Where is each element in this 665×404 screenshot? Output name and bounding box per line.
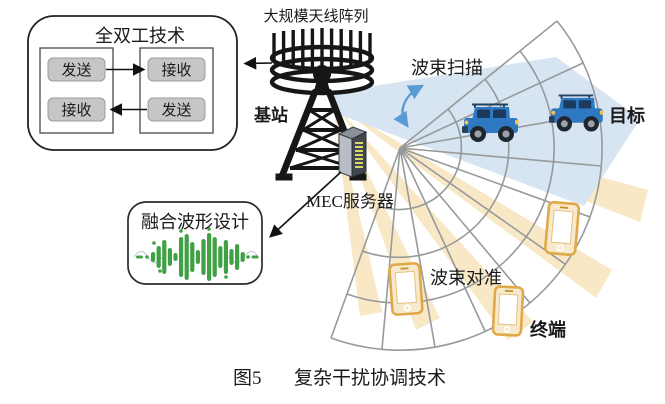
fd-receive-right: 接收 xyxy=(161,62,191,79)
terminal-phone-icon-2 xyxy=(388,262,424,316)
caption-text: 复杂干扰协调技术 xyxy=(294,367,446,389)
target-jeep-icon-1 xyxy=(462,103,519,142)
array-hub xyxy=(313,65,331,83)
fd-send-left: 发送 xyxy=(61,62,91,79)
antenna-array-label: 大规模天线阵列 xyxy=(263,8,368,25)
target-label: 目标 xyxy=(609,105,645,126)
fd-buttons: 发送 接收 接收 发送 xyxy=(47,57,206,122)
server-leds xyxy=(355,142,363,168)
terminal-phone-icon-3 xyxy=(491,285,525,337)
base-station-label: 基站 xyxy=(253,105,288,125)
fd-send-right: 发送 xyxy=(161,102,191,119)
full-duplex-title: 全双工技术 xyxy=(95,26,185,46)
full-duplex-box: 全双工技术 发送 接收 接收 发送 xyxy=(27,15,238,151)
waveform-design-box: 融合波形设计 xyxy=(127,201,263,285)
target-jeep-icon-2 xyxy=(549,94,604,132)
mec-server-icon xyxy=(337,126,368,178)
arrow-to-waveform xyxy=(269,171,342,238)
caption-number: 图5 xyxy=(233,368,262,389)
waveform-box-title: 融合波形设计 xyxy=(141,212,249,232)
beam-scan-arrow-icon xyxy=(393,84,425,128)
fd-receive-left: 接收 xyxy=(61,102,91,119)
waveform-icon xyxy=(133,227,259,281)
beam-scan-label: 波束扫描 xyxy=(411,58,483,78)
figure-caption: 图5 复杂干扰协调技术 xyxy=(233,367,446,389)
mec-server-label: MEC服务器 xyxy=(306,192,394,211)
hub-cone xyxy=(313,81,331,94)
beam-align-label: 波束对准 xyxy=(430,268,502,288)
terminal-phone-icon-1 xyxy=(543,200,581,257)
arrow-to-fullduplex xyxy=(243,56,273,70)
terminal-label: 终端 xyxy=(530,319,566,340)
